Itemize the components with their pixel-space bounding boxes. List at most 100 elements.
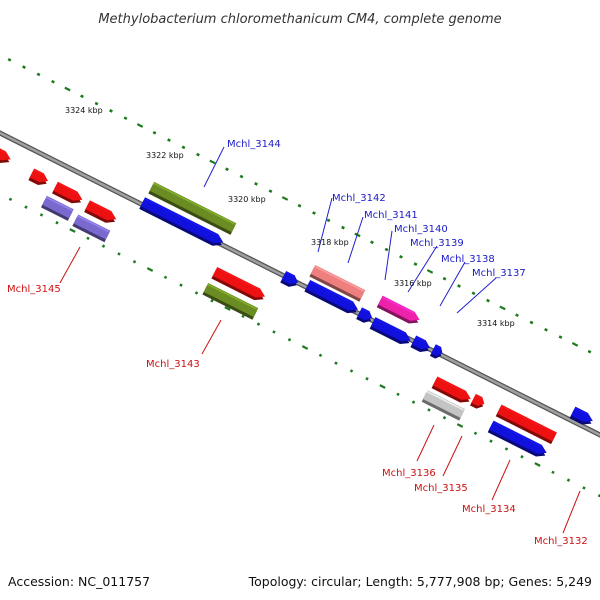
minor-tick xyxy=(179,283,183,287)
gene-label-mchl-3138[interactable]: Mchl_3138 xyxy=(441,254,495,265)
tick-tracks xyxy=(7,57,600,498)
scale-labels: 3324 kbp 3322 kbp 3320 kbp 3318 kbp 3316… xyxy=(65,106,515,328)
minor-tick xyxy=(544,327,548,332)
major-tick xyxy=(426,269,434,274)
minor-tick xyxy=(55,220,59,225)
gene-mchl-3139[interactable] xyxy=(369,317,413,347)
leader-lines xyxy=(59,146,581,534)
leader-line-mchl-3142 xyxy=(317,197,333,253)
gene-label-mchl-3145[interactable]: Mchl_3145 xyxy=(7,284,61,295)
minor-tick xyxy=(413,262,418,266)
minor-tick xyxy=(123,116,128,121)
minor-tick xyxy=(117,252,121,256)
major-tick xyxy=(499,305,506,311)
gene-mchl-3137[interactable] xyxy=(410,335,432,355)
minor-tick xyxy=(36,72,41,77)
minor-tick xyxy=(558,335,563,339)
major-tick xyxy=(64,86,71,92)
minor-tick xyxy=(94,101,99,106)
minor-tick xyxy=(239,174,244,179)
minor-tick xyxy=(370,240,374,245)
minor-tick xyxy=(471,291,476,296)
leader-line-mchl-3135 xyxy=(442,435,463,477)
gene-rev-left-b[interactable] xyxy=(28,168,50,188)
gene-rev-left-d[interactable] xyxy=(84,200,118,226)
gene-fwd-small-a[interactable] xyxy=(280,270,300,290)
gene-label-mchl-3134[interactable]: Mchl_3134 xyxy=(462,504,516,515)
scale-label: 3324 kbp xyxy=(65,106,103,115)
minor-tick xyxy=(582,486,586,490)
minor-tick xyxy=(504,447,509,451)
gene-mchl-3144-upper[interactable] xyxy=(148,181,237,235)
leader-line-mchl-3140 xyxy=(384,230,393,281)
minor-tick xyxy=(167,138,171,142)
major-tick xyxy=(224,306,231,311)
minor-tick xyxy=(254,182,258,186)
minor-tick xyxy=(22,65,26,69)
leader-line-mchl-3138 xyxy=(439,261,466,307)
gene-mchl-3145-b[interactable] xyxy=(72,214,111,243)
minor-tick xyxy=(399,254,403,259)
gene-label-mchl-3144[interactable]: Mchl_3144 xyxy=(227,139,281,150)
minor-tick xyxy=(318,353,323,358)
gene-label-mchl-3136[interactable]: Mchl_3136 xyxy=(382,468,436,479)
minor-tick xyxy=(225,167,229,172)
gene-mchl-3140[interactable] xyxy=(376,295,422,327)
minor-tick xyxy=(8,197,13,202)
gene-mchl-3142[interactable] xyxy=(309,264,366,302)
minor-tick xyxy=(101,244,106,248)
leader-line-mchl-3143 xyxy=(201,319,222,355)
minor-tick xyxy=(587,349,592,354)
gene-label-mchl-3139[interactable]: Mchl_3139 xyxy=(410,238,464,249)
major-tick xyxy=(146,267,154,272)
minor-tick xyxy=(24,205,28,209)
gene-mchl-3135[interactable] xyxy=(470,393,487,411)
gene-mchl-3134-upper[interactable] xyxy=(495,404,557,445)
gene-rev-left-a[interactable] xyxy=(0,144,13,166)
scale-label: 3320 kbp xyxy=(228,195,266,204)
minor-tick xyxy=(442,415,447,420)
minor-tick xyxy=(256,322,261,326)
gene-label-mchl-3142[interactable]: Mchl_3142 xyxy=(332,193,386,204)
minor-tick xyxy=(80,94,84,99)
gene-mchl-3136[interactable] xyxy=(421,390,466,421)
major-tick xyxy=(379,384,386,389)
gene-label-mchl-3141[interactable]: Mchl_3141 xyxy=(364,210,418,221)
leader-line-mchl-3141 xyxy=(347,216,364,264)
gene-fwd-right[interactable] xyxy=(569,406,595,429)
minor-tick xyxy=(489,439,493,443)
gene-mchl-3137b[interactable] xyxy=(429,344,445,360)
minor-tick xyxy=(272,330,276,334)
gene-mchl-3138[interactable] xyxy=(356,307,374,325)
minor-tick xyxy=(132,259,137,264)
gene-label-mchl-3132[interactable]: Mchl_3132 xyxy=(534,536,588,547)
major-tick xyxy=(209,159,216,165)
minor-tick xyxy=(365,376,369,381)
gene-label-mchl-3140[interactable]: Mchl_3140 xyxy=(394,224,448,235)
minor-tick xyxy=(334,361,338,365)
gene-mchl-3134-lower[interactable] xyxy=(487,420,549,460)
gene-mchl-3143[interactable] xyxy=(202,282,259,320)
minor-tick xyxy=(486,298,490,303)
gene-label-mchl-3143[interactable]: Mchl_3143 xyxy=(146,359,200,370)
gene-mchl-3141[interactable] xyxy=(304,279,360,317)
scale-label: 3322 kbp xyxy=(146,151,184,160)
gene-label-mchl-3137[interactable]: Mchl_3137 xyxy=(472,268,526,279)
gene-mchl-3144[interactable] xyxy=(139,197,225,249)
minor-tick xyxy=(326,218,331,223)
gene-mchl-3145-a[interactable] xyxy=(41,195,74,221)
leader-line-mchl-3132 xyxy=(562,490,581,534)
genome-backbone xyxy=(0,130,600,438)
minor-tick xyxy=(529,320,534,325)
reverse-gene-labels: Mchl_3145 Mchl_3143 Mchl_3136 Mchl_3135 … xyxy=(7,284,588,547)
minor-tick xyxy=(442,276,447,281)
minor-tick xyxy=(341,225,345,230)
gene-rev-left-c[interactable] xyxy=(52,181,85,207)
major-tick xyxy=(571,342,579,347)
gene-label-mchl-3135[interactable]: Mchl_3135 xyxy=(414,483,468,494)
gene-mchl-3143-upper[interactable] xyxy=(211,266,267,304)
minor-tick xyxy=(515,313,519,318)
gene-mchl-3136-upper[interactable] xyxy=(431,376,474,407)
minor-tick xyxy=(473,431,478,436)
